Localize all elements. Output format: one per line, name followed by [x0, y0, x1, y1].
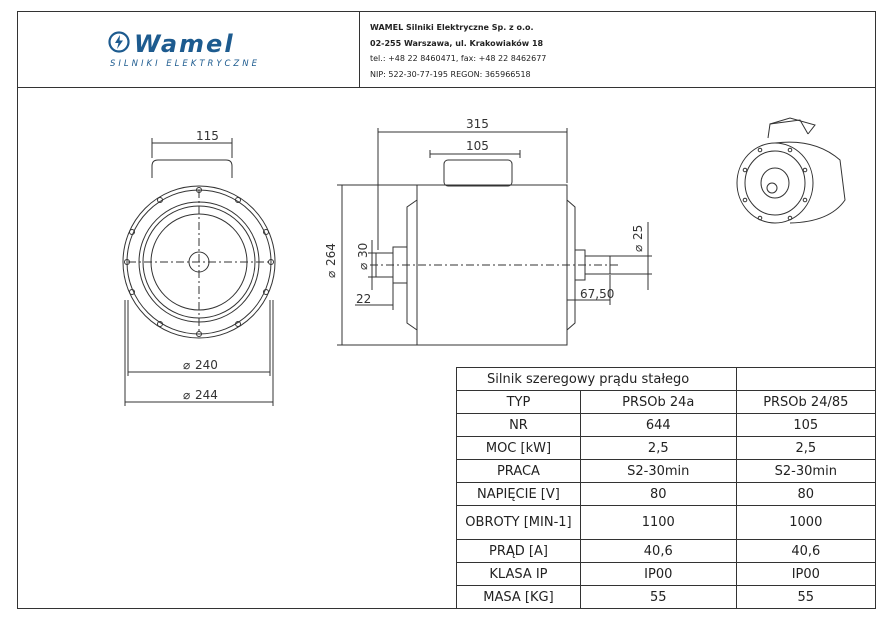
dim-side-d264-value: 264 [324, 243, 338, 266]
dim-side-shaft: 67,50 [580, 287, 614, 301]
table-cell-a: 55 [579, 585, 737, 609]
dim-front-d244-symbol: ⌀ [183, 388, 190, 402]
table-label: KLASA IP [456, 562, 581, 586]
company-phone: tel.: +48 22 8460471, fax: +48 22 846267… [370, 54, 547, 63]
isometric-view [736, 117, 846, 224]
table-label: PRACA [456, 459, 581, 483]
company-ids: NIP: 522-30-77-195 REGON: 365966518 [370, 69, 531, 79]
company-address: 02-255 Warszawa, ul. Krakowiaków 18 [370, 38, 544, 48]
table-title: Silnik szeregowy prądu stałego [456, 367, 737, 391]
table-cell-a: IP00 [579, 562, 737, 586]
wamel-logo: Wamel SILNIKI ELEKTRYCZNE [108, 28, 268, 74]
table-cell-b: PRSOb 24/85 [735, 390, 877, 414]
table-cell-b: 105 [735, 413, 877, 437]
dim-side-d25-symbol: ⌀ [631, 245, 645, 252]
table-label: NAPIĘCIE [V] [456, 482, 581, 506]
lightning-logo-icon [108, 31, 130, 53]
table-cell-b: S2-30min [735, 459, 877, 483]
front-view [122, 138, 276, 406]
dim-front-width: 115 [196, 129, 219, 143]
side-view [337, 128, 652, 346]
table-cell-b: 40,6 [735, 539, 877, 563]
dim-side-length: 315 [466, 117, 489, 131]
table-cell-a: 644 [579, 413, 737, 437]
dim-front-d244: 244 [195, 388, 218, 402]
table-label: PRĄD [A] [456, 539, 581, 563]
dim-front-d240-symbol: ⌀ [183, 358, 190, 372]
dim-side-d25: 25 [631, 225, 645, 240]
logo-wordmark: Wamel [134, 30, 235, 58]
table-cell-a: 2,5 [579, 436, 737, 460]
dim-side-22: 22 [356, 292, 371, 306]
table-cell-b: 80 [735, 482, 877, 506]
table-label: MASA [KG] [456, 585, 581, 609]
table-cell-a: 80 [579, 482, 737, 506]
dim-side-d30: 30 [356, 243, 370, 258]
dim-side-d30-symbol: ⌀ [356, 263, 370, 270]
table-cell-empty [735, 367, 877, 391]
dim-front-d240: 240 [195, 358, 218, 372]
drawing-sheet [17, 11, 876, 609]
company-name: WAMEL Silniki Elektryczne Sp. z o.o. [370, 23, 534, 32]
table-label: MOC [kW] [456, 436, 581, 460]
table-label: OBROTY [MIN-1] [456, 505, 581, 540]
table-cell-b: 2,5 [735, 436, 877, 460]
table-label: TYP [456, 390, 581, 414]
table-cell-a: 40,6 [579, 539, 737, 563]
header-divider [17, 87, 876, 88]
table-cell-a: 1100 [579, 505, 737, 540]
table-cell-b: 55 [735, 585, 877, 609]
table-cell-b: 1000 [735, 505, 877, 540]
header-separator [359, 11, 360, 87]
table-title-row: Silnik szeregowy prądu stałego [456, 367, 877, 391]
table-label: NR [456, 413, 581, 437]
dim-side-box: 105 [466, 139, 489, 153]
company-info: WAMEL Silniki Elektryczne Sp. z o.o. 02-… [370, 20, 546, 82]
table-cell-b: IP00 [735, 562, 877, 586]
table-cell-a: S2-30min [579, 459, 737, 483]
logo-subtitle: SILNIKI ELEKTRYCZNE [110, 59, 260, 69]
dim-side-d264: ⌀ [324, 271, 338, 278]
table-cell-a: PRSOb 24a [579, 390, 737, 414]
